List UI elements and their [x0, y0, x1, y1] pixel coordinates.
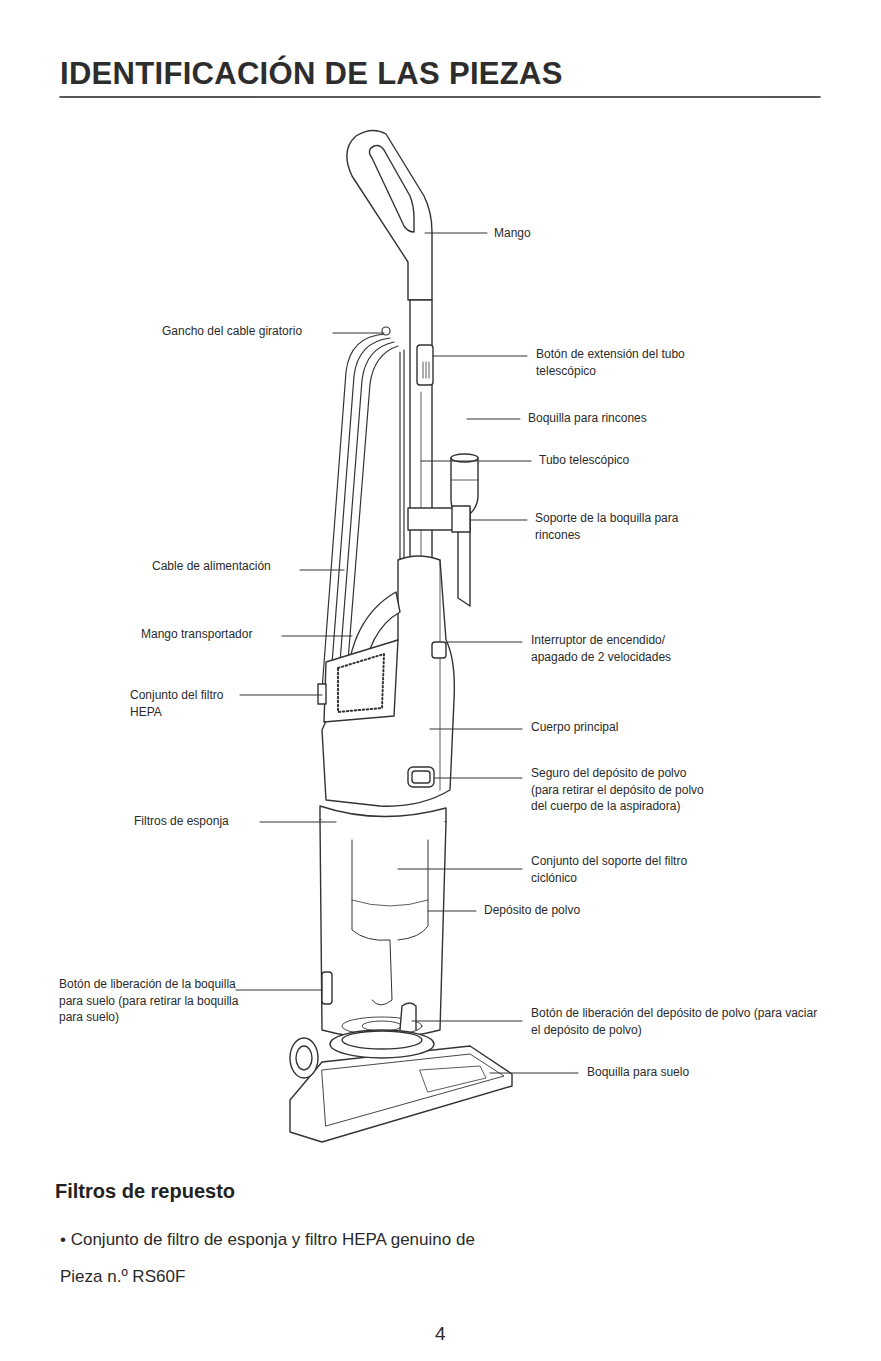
title-rule	[60, 96, 820, 98]
crevice-tool	[451, 458, 478, 606]
part-label: Gancho del cable giratorio	[162, 323, 302, 340]
handle-grip-hole	[369, 146, 414, 233]
part-label: Interruptor de encendido/ apagado de 2 v…	[531, 632, 703, 665]
part-label: Depósito de polvo	[484, 902, 580, 919]
part-label: Soporte de la boquilla para rincones	[535, 510, 712, 543]
main-body	[322, 556, 454, 806]
extension-button	[417, 345, 433, 385]
part-label: Botón de extensión del tubo telescópico	[536, 346, 688, 379]
power-switch	[432, 642, 446, 658]
nozzle-joint	[290, 1038, 318, 1078]
part-label: Mango	[494, 225, 531, 242]
handle	[347, 130, 432, 300]
dust-bin	[320, 820, 446, 1038]
part-label: Cuerpo principal	[531, 719, 618, 736]
part-label: Mango transportador	[141, 626, 252, 643]
part-label: Conjunto del filtro HEPA	[130, 687, 250, 720]
bin-latch	[408, 767, 434, 787]
cyclone-holder	[352, 840, 428, 1005]
part-label: Cable de alimentación	[152, 558, 271, 575]
part-label: Boquilla para suelo	[587, 1064, 689, 1081]
part-label: Filtros de esponja	[134, 813, 229, 830]
hepa-filter	[324, 640, 398, 722]
part-label: Tubo telescópico	[539, 452, 629, 469]
part-label: Conjunto del soporte del filtro ciclónic…	[531, 853, 693, 886]
body-text: Pieza n.º RS60F	[60, 1266, 185, 1288]
section-heading: Filtros de repuesto	[55, 1178, 235, 1204]
part-label: Boquilla para rincones	[528, 410, 647, 427]
page-title: IDENTIFICACIÓN DE LAS PIEZAS	[60, 56, 563, 92]
bin-release	[400, 1003, 416, 1030]
body-text: • Conjunto de filtro de esponja y filtro…	[60, 1229, 475, 1251]
leader-lines	[236, 233, 578, 1073]
part-label: Botón de liberación del depósito de polv…	[531, 1005, 828, 1038]
nozzle-release	[322, 972, 332, 1004]
floor-nozzle	[290, 1046, 512, 1142]
page-number: 4	[435, 1321, 446, 1346]
part-label: Seguro del depósito de polvo (para retir…	[531, 765, 713, 815]
part-label: Botón de liberación de la boquilla para …	[59, 976, 253, 1026]
